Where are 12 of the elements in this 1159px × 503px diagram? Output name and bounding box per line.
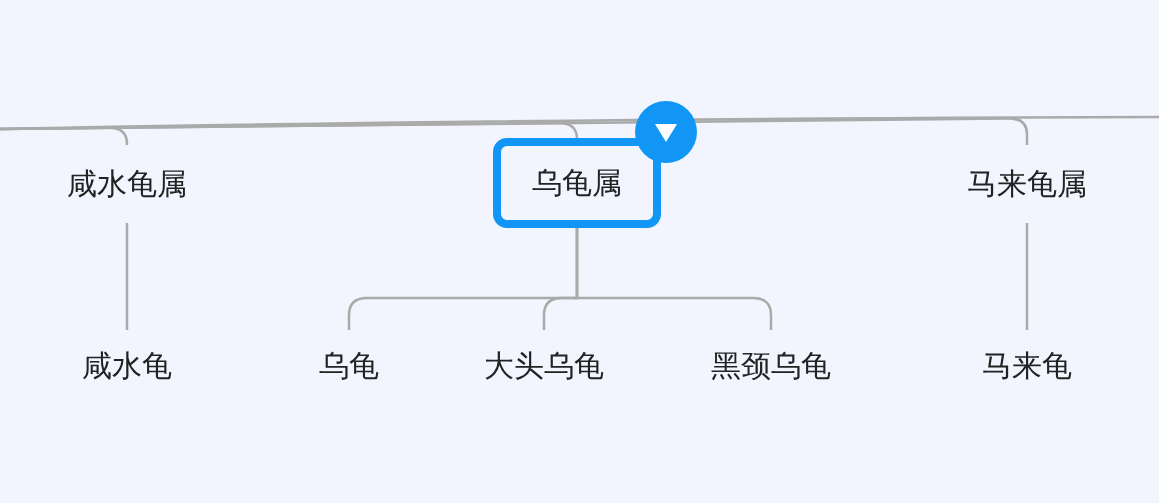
topic-label: 大头乌龟 <box>463 330 625 402</box>
connector-line <box>1025 223 1029 330</box>
topic-label: 黑颈乌龟 <box>690 330 852 402</box>
topic-label: 马来龟属 <box>947 145 1107 223</box>
topic-label: 马来龟 <box>957 330 1097 402</box>
selected-topic-box: 乌龟属 <box>493 138 661 228</box>
connector-line <box>575 228 773 330</box>
topic-label: 咸水龟属 <box>47 145 207 223</box>
connector-line <box>125 223 129 330</box>
topic-label: 乌龟 <box>289 330 409 402</box>
topic-label: 咸水龟 <box>57 330 197 402</box>
connector-line <box>0 117 1029 145</box>
